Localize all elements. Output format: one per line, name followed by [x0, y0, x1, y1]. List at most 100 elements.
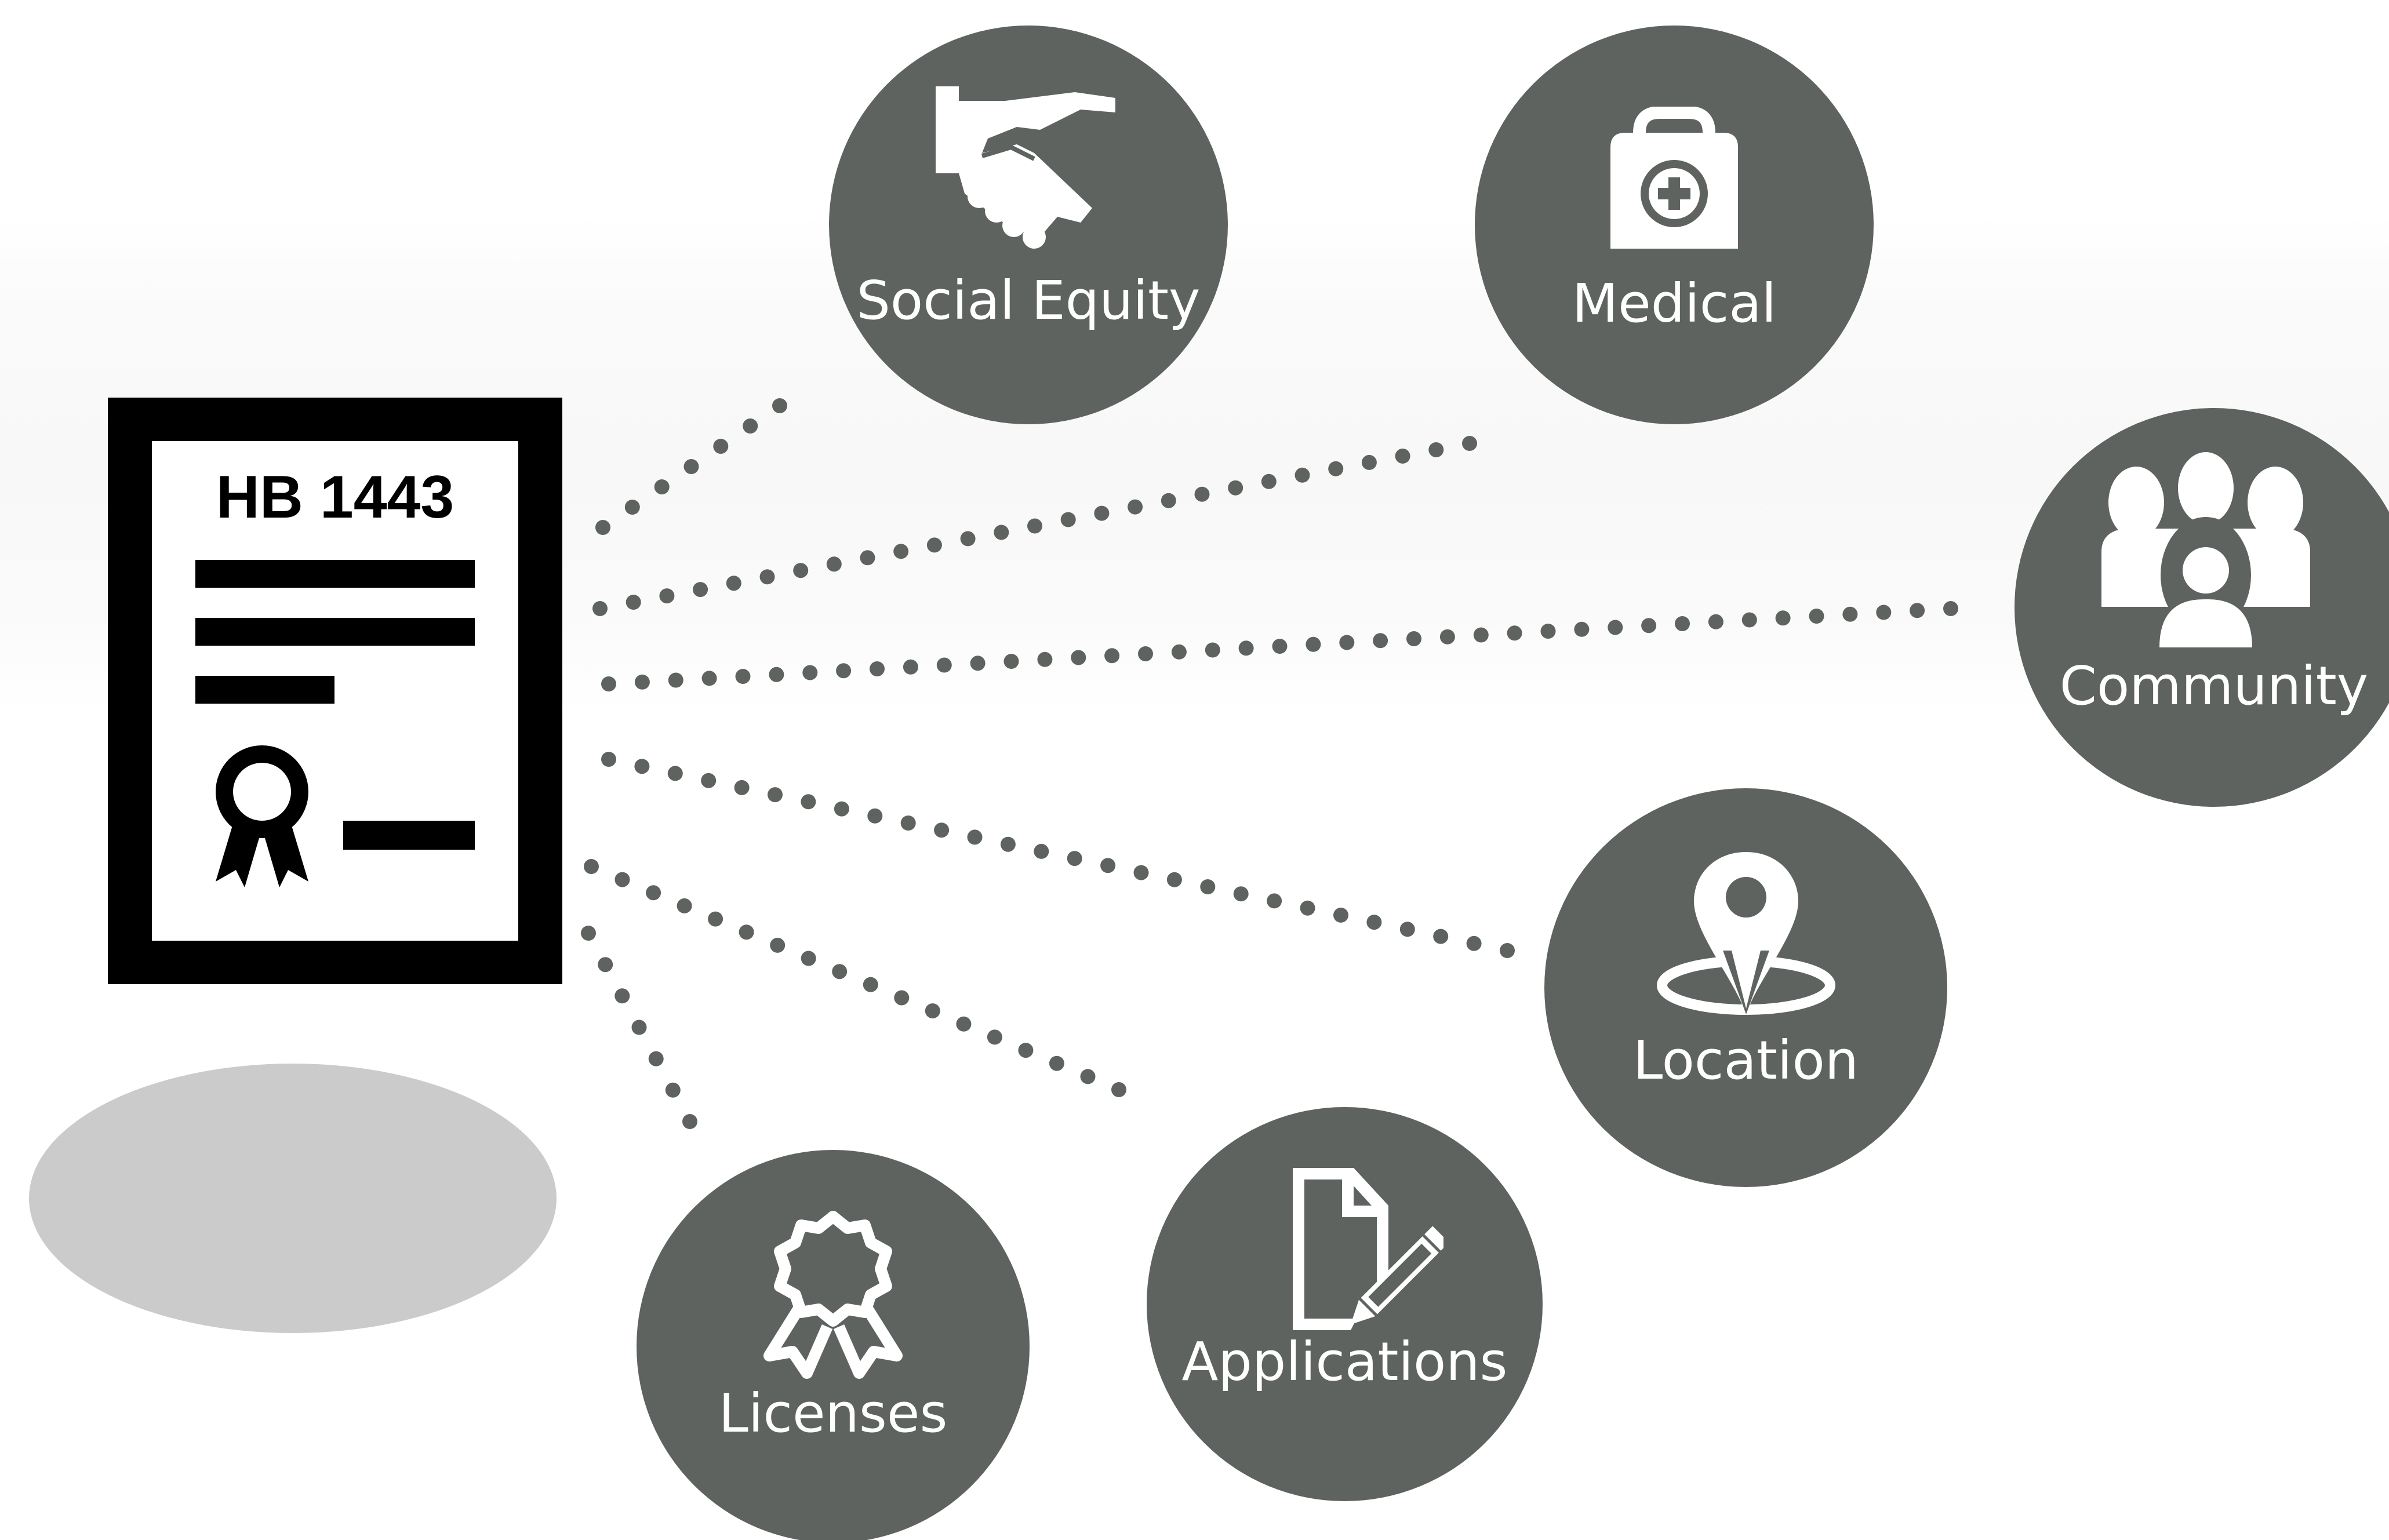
connector-dot-applications — [1049, 1055, 1064, 1071]
connector-dot-community — [1809, 609, 1824, 624]
connector-dot-medical — [793, 563, 809, 578]
connector-dot-applications — [832, 964, 848, 980]
connector-dot-applications — [584, 859, 599, 874]
medical-kit-icon — [1610, 107, 1738, 249]
connector-dot-social-equity — [624, 500, 640, 515]
connector-dot-applications — [894, 990, 910, 1006]
connector-dot-community — [701, 671, 717, 686]
node-medical: Medical — [1475, 26, 1874, 424]
bill-document: HB 1443 — [108, 398, 562, 984]
connector-dot-community — [870, 661, 885, 676]
node-social-equity: Social Equity — [829, 26, 1228, 424]
connector-dot-social-equity — [713, 439, 729, 454]
connector-dot-location — [867, 808, 883, 824]
connector-dot-medical — [860, 550, 875, 566]
connector-dot-location — [1000, 836, 1016, 852]
connector-dot-location — [801, 794, 816, 810]
connector-dot-licenses — [648, 1051, 664, 1066]
connector-dot-community — [836, 663, 852, 679]
connector-dot-community — [1138, 646, 1153, 661]
connector-dot-medical — [926, 537, 942, 553]
document-edit-icon — [1292, 1168, 1443, 1330]
connector-dot-community — [936, 657, 952, 673]
group-people-icon — [2101, 452, 2310, 647]
node-label: Licenses — [718, 1382, 948, 1444]
connector-dot-medical — [1161, 493, 1176, 508]
connector-dot-community — [668, 672, 683, 688]
connector-dot-location — [1433, 929, 1449, 944]
connector-dot-community — [1608, 620, 1623, 635]
connector-dot-location — [1399, 922, 1415, 937]
connector-dot-medical — [826, 556, 842, 572]
connector-dot-community — [1339, 635, 1355, 650]
connector-dot-medical — [659, 588, 675, 604]
connector-dot-applications — [801, 951, 816, 966]
document-text-line — [195, 618, 475, 646]
connector-dot-social-equity — [654, 479, 670, 494]
connector-dot-location — [701, 773, 717, 788]
connector-dot-applications — [614, 872, 630, 887]
connector-dot-location — [1366, 915, 1382, 930]
document-text-line — [195, 560, 475, 588]
connector-dot-community — [1943, 601, 1958, 616]
connector-dot-community — [1238, 640, 1254, 656]
connector-dot-medical — [626, 595, 641, 610]
connector-dot-licenses — [614, 988, 630, 1004]
connector-dot-applications — [1111, 1082, 1126, 1097]
connector-dot-community — [634, 674, 650, 690]
node-label: Community — [2059, 655, 2369, 717]
node-community: Community — [2015, 408, 2389, 807]
connector-dot-community — [1306, 636, 1321, 652]
connector-dot-social-equity — [683, 459, 699, 474]
document-shadow — [29, 1064, 557, 1333]
connector-dot-medical — [592, 601, 608, 616]
connector-dot-medical — [1128, 499, 1143, 515]
connector-dot-location — [1034, 843, 1049, 859]
connector-dot-medical — [994, 525, 1009, 540]
connector-dot-community — [769, 667, 784, 682]
connector-dot-medical — [693, 582, 708, 598]
connector-dot-medical — [1328, 461, 1344, 476]
connector-dot-community — [1205, 642, 1220, 658]
connector-dot-community — [1910, 603, 1925, 618]
connector-dot-community — [1037, 651, 1053, 667]
connector-dot-applications — [1018, 1043, 1034, 1058]
node-applications: Applications — [1147, 1107, 1543, 1501]
connector-dot-location — [967, 829, 983, 845]
connector-dot-location — [1200, 879, 1216, 894]
connector-dot-location — [1166, 872, 1182, 887]
connector-dot-medical — [1261, 474, 1277, 489]
connector-dot-community — [1775, 610, 1791, 626]
connector-dot-community — [1708, 614, 1723, 629]
document-signature-line — [343, 821, 475, 850]
connector-dot-location — [667, 766, 683, 781]
connector-dot-location — [634, 759, 650, 774]
award-ribbon-icon — [216, 745, 308, 887]
connector-dot-community — [1003, 654, 1019, 669]
connector-dot-location — [1067, 851, 1082, 867]
connector-dot-community — [1540, 624, 1556, 639]
connector-dot-applications — [677, 898, 692, 913]
connector-dot-medical — [1060, 512, 1076, 527]
badge-ribbon-icon — [763, 1211, 903, 1379]
node-licenses: Licenses — [637, 1150, 1030, 1540]
handshake-icon — [936, 86, 1115, 249]
connector-dot-location — [1466, 935, 1482, 951]
node-label: Medical — [1572, 272, 1777, 334]
connector-dot-medical — [1027, 518, 1042, 534]
connector-dot-community — [1675, 616, 1690, 631]
connector-dot-community — [601, 676, 616, 691]
connector-dot-location — [1300, 900, 1315, 916]
connector-dot-medical — [1228, 480, 1243, 496]
connector-dot-medical — [1094, 505, 1110, 521]
connector-dot-medical — [1295, 467, 1310, 483]
connector-dot-medical — [759, 569, 775, 585]
connector-dot-community — [1406, 631, 1421, 646]
connector-dot-medical — [1395, 448, 1410, 464]
connector-dot-location — [1100, 858, 1116, 873]
connector-dot-medical — [1361, 454, 1377, 470]
connector-dot-community — [1741, 612, 1757, 628]
connector-dot-community — [1842, 606, 1858, 622]
